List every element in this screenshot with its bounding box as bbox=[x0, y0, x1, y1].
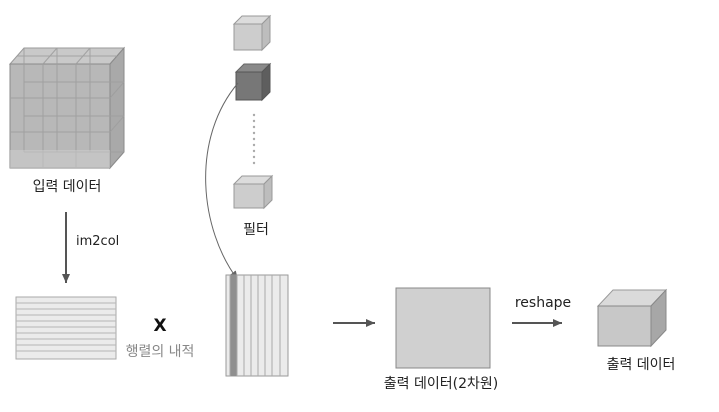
output-2d-label: 출력 데이터(2차원) bbox=[384, 376, 498, 392]
output-data-label: 출력 데이터 bbox=[607, 357, 676, 373]
filter-label: 필터 bbox=[243, 222, 269, 238]
reshape-label: reshape bbox=[515, 295, 571, 311]
filter-ellipsis bbox=[252, 113, 256, 165]
filter-to-column-arrow bbox=[205, 82, 239, 281]
filter-matrix bbox=[225, 274, 289, 377]
filter-cube-highlight bbox=[234, 62, 272, 102]
im2col-label: im2col bbox=[76, 234, 119, 249]
dot-product-caption: 행렬의 내적 bbox=[126, 344, 195, 360]
output-data-block bbox=[596, 288, 668, 348]
filter-cube-last bbox=[232, 174, 274, 210]
input-data-block bbox=[8, 46, 126, 170]
multiply-symbol: X bbox=[153, 316, 166, 336]
output-2d-matrix bbox=[395, 287, 491, 369]
input-matrix bbox=[15, 296, 117, 360]
filter-cube-1 bbox=[232, 14, 272, 52]
input-data-label: 입력 데이터 bbox=[33, 179, 102, 195]
